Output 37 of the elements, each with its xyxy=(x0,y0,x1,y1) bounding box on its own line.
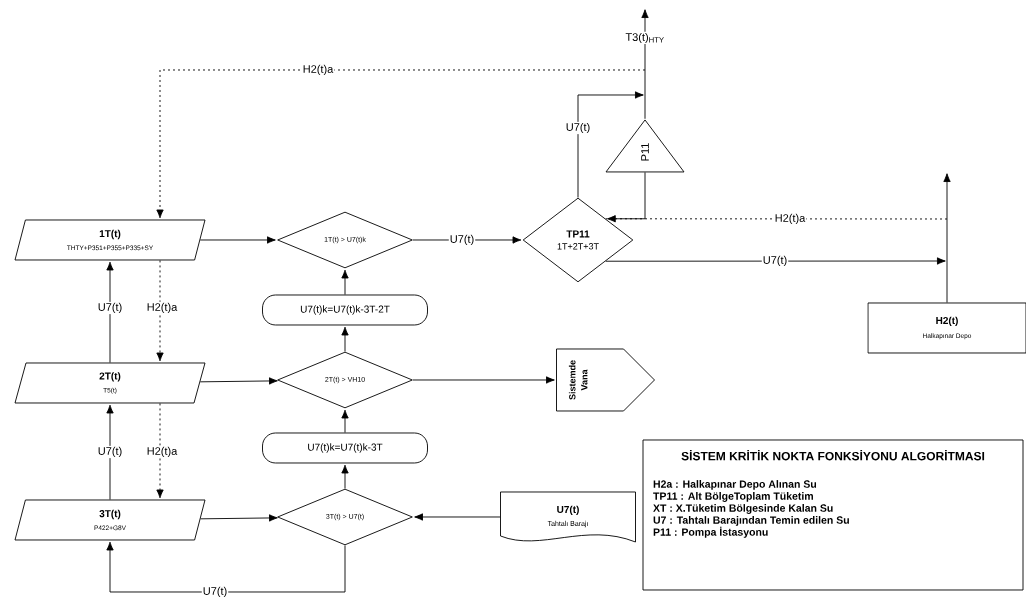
arrow xyxy=(943,173,951,303)
dashed-connector-line xyxy=(605,218,948,220)
arrow xyxy=(605,257,946,265)
dashed-arrow xyxy=(156,260,164,362)
edge-label: H2(t)a xyxy=(145,445,179,459)
arrow xyxy=(341,269,349,295)
arrow xyxy=(106,541,346,593)
edge-label: H2(t)a xyxy=(773,212,807,226)
arrow xyxy=(341,464,349,489)
edge-label: U7(t) xyxy=(448,233,476,247)
arrow xyxy=(414,513,501,521)
edge-label: T3(t)$_{HTY}$ xyxy=(624,31,666,45)
arrow xyxy=(200,514,278,522)
edge-label: U7(t) xyxy=(761,254,789,268)
pump-triangle: P11 xyxy=(605,119,685,173)
process-box: U7(t)k=U7(t)k-3T-2T xyxy=(262,294,428,326)
valve-pentagon: Sistemde Vana xyxy=(556,348,655,412)
arrow xyxy=(341,326,349,352)
arrow xyxy=(641,9,649,120)
arrow xyxy=(106,261,114,363)
edge-label: H2(t)a xyxy=(301,63,335,77)
arrow xyxy=(341,409,349,433)
legend-box: SİSTEM KRİTİK NOKTA FONKSİYONU ALGORİTMASI H2a : Halkapınar Depo Alınan Su TP11 : Alt BölgeToplam Tüketim XT : X.Tüketim Bölgesinde Kalan Su U7 : Tahtalı Barajından Temin edilen Su P11 : Pompa İstasyonu xyxy=(642,439,1024,591)
process-box: U7(t)k=U7(t)k-3T xyxy=(262,432,428,464)
arrow xyxy=(607,171,646,223)
arrow xyxy=(412,376,555,384)
dashed-arrow xyxy=(156,403,164,499)
edge-label: H2(t)a xyxy=(145,301,179,315)
arrow xyxy=(577,91,644,198)
edge-label: U7(t) xyxy=(564,121,592,135)
dashed-arrow xyxy=(156,69,646,219)
edge-label: U7(t) xyxy=(96,445,124,459)
arrow xyxy=(199,377,278,385)
arrow xyxy=(106,404,114,500)
edge-label: U7(t) xyxy=(201,585,229,599)
edge-label: U7(t) xyxy=(96,301,124,315)
arrow xyxy=(199,236,276,244)
